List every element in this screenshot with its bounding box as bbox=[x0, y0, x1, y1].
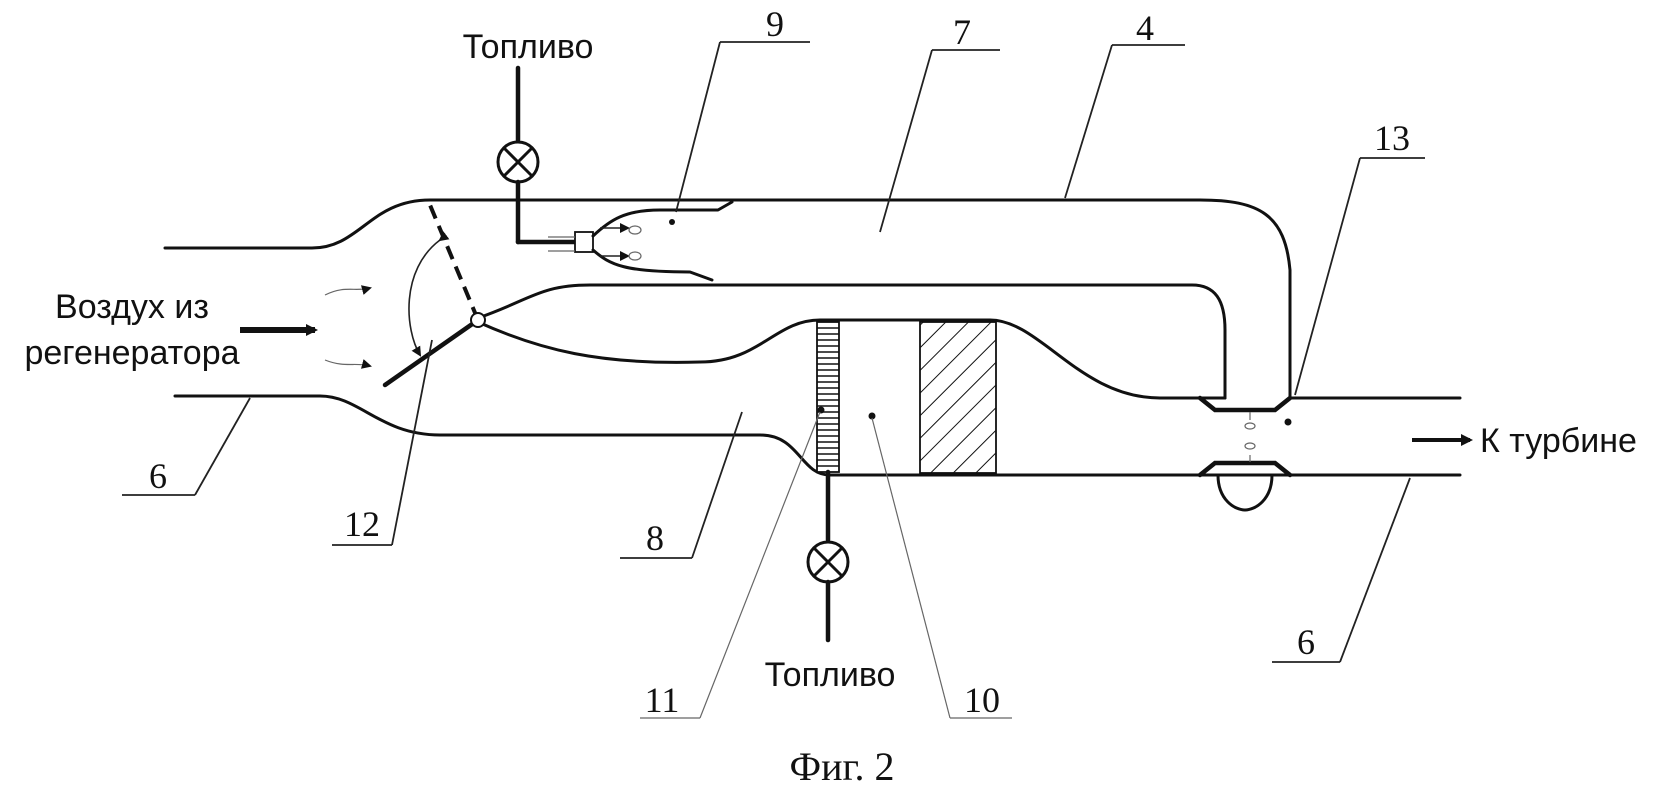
turbine-label: К турбине bbox=[1480, 422, 1637, 460]
fuel-line-bottom bbox=[808, 472, 848, 640]
main-chamber-wall bbox=[478, 320, 1225, 398]
callout-13: 13 bbox=[1374, 118, 1410, 158]
callout-11: 11 bbox=[645, 680, 680, 720]
bypass-channel-wall bbox=[478, 285, 1225, 398]
ejector-point bbox=[1285, 419, 1292, 426]
callout-6-left: 6 bbox=[149, 456, 167, 496]
air-label-line2: регенератора bbox=[24, 334, 239, 372]
fuel-injector-grid bbox=[817, 322, 876, 472]
callout-8: 8 bbox=[646, 518, 664, 558]
air-label-line1: Воздух из bbox=[55, 288, 209, 326]
flap bbox=[385, 205, 485, 385]
pilot-burner bbox=[548, 202, 732, 280]
callout-10: 10 bbox=[964, 680, 1000, 720]
callout-12: 12 bbox=[344, 504, 380, 544]
fuel-line-top bbox=[498, 68, 575, 242]
leader-lines bbox=[122, 42, 1425, 718]
figure-caption: Фиг. 2 bbox=[790, 744, 895, 788]
outer-casing bbox=[165, 200, 1460, 475]
ejector-mixer bbox=[1200, 398, 1292, 510]
callout-7: 7 bbox=[953, 12, 971, 52]
fuel-label-bottom: Топливо bbox=[765, 656, 896, 694]
callout-6-right: 6 bbox=[1297, 622, 1315, 662]
catalyst-block bbox=[920, 322, 996, 473]
callout-4: 4 bbox=[1136, 8, 1154, 48]
callout-9: 9 bbox=[766, 4, 784, 44]
air-inflow bbox=[240, 288, 370, 366]
fuel-label-top: Топливо bbox=[463, 28, 594, 66]
